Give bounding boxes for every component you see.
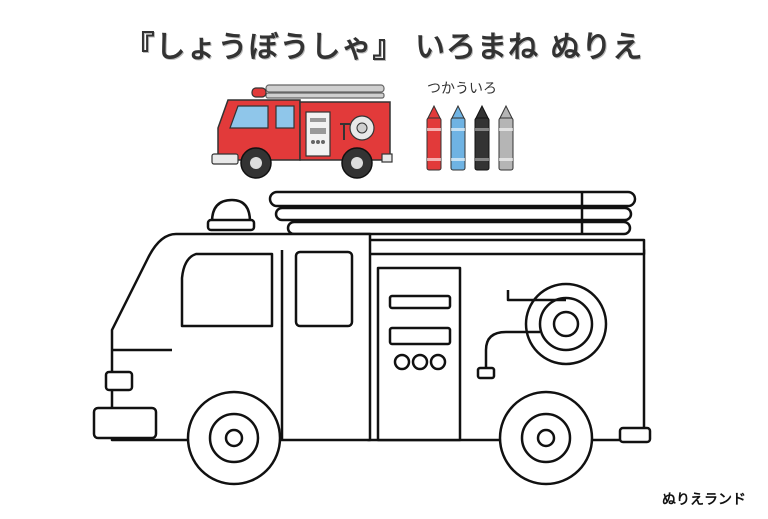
crayon-palette <box>426 104 514 171</box>
gray-crayon <box>498 104 514 171</box>
brand-logo: ぬりえランド <box>662 492 746 508</box>
crayons-label: つかういろ <box>427 81 497 97</box>
page-title: 『しょうぼうしゃ』 いろまね ぬりえ <box>124 30 644 65</box>
coloring-outline-truck <box>92 190 652 486</box>
red-crayon <box>426 104 442 171</box>
example-truck-body <box>211 84 393 179</box>
light-blue-crayon <box>450 104 466 171</box>
black-crayon <box>474 104 490 171</box>
